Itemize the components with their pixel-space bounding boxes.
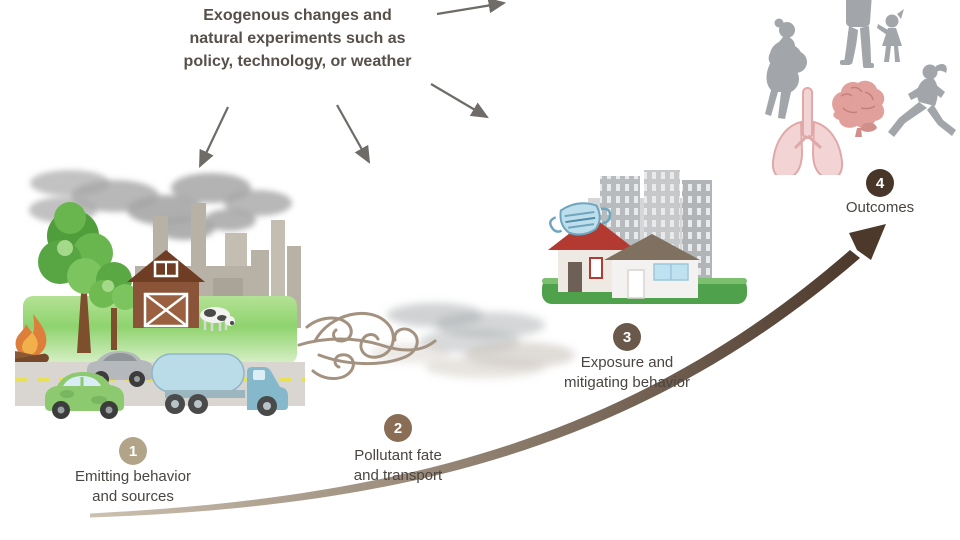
runner-icon <box>888 63 956 137</box>
stage4-label: Outcomes <box>795 198 960 218</box>
lungs-icon <box>771 87 844 175</box>
header-line-3: policy, technology, or weather <box>183 53 412 70</box>
outcome-curve-arrowhead <box>849 224 886 260</box>
stage2-number: 2 <box>393 419 403 437</box>
stage1-label: Emitting behavior and sources <box>33 467 233 507</box>
stage4-number: 4 <box>875 174 885 192</box>
face-mask-icon <box>548 202 612 236</box>
emitting-sources-scene <box>15 170 305 419</box>
stage2-badge: 2 <box>384 414 412 442</box>
stage2-label: Pollutant fate and transport <box>298 446 498 486</box>
pregnant-woman-icon <box>765 18 807 119</box>
stage3-label-line-2: mitigating behavior <box>564 374 690 391</box>
stage2-label-line-1: Pollutant fate <box>354 447 442 464</box>
brain-icon <box>832 80 885 137</box>
arrow-header-to-stage2 <box>336 104 371 164</box>
stage1-label-line-1: Emitting behavior <box>75 468 191 485</box>
stage3-number: 3 <box>622 328 632 346</box>
stage1-number: 1 <box>128 442 138 460</box>
exposure-mitigation-scene <box>542 170 747 304</box>
adult-and-child-icon <box>840 0 904 68</box>
stage2-label-line-2: and transport <box>353 467 443 484</box>
stage1-badge: 1 <box>119 437 147 465</box>
health-outcomes-scene <box>765 0 956 175</box>
header-line-1: Exogenous changes and <box>203 7 392 24</box>
arrow-header-to-stage3 <box>430 83 489 119</box>
header-caption: Exogenous changes and natural experiment… <box>150 4 445 73</box>
stage4-badge: 4 <box>866 169 894 197</box>
arrow-header-to-outcomes <box>436 0 507 16</box>
stage3-label: Exposure and mitigating behavior <box>517 353 737 393</box>
stage1-label-line-2: and sources <box>92 488 174 505</box>
header-line-2: natural experiments such as <box>189 30 406 47</box>
stage3-label-line-1: Exposure and <box>580 354 674 371</box>
stage4-label-line-1: Outcomes <box>845 199 915 216</box>
stage3-badge: 3 <box>613 323 641 351</box>
